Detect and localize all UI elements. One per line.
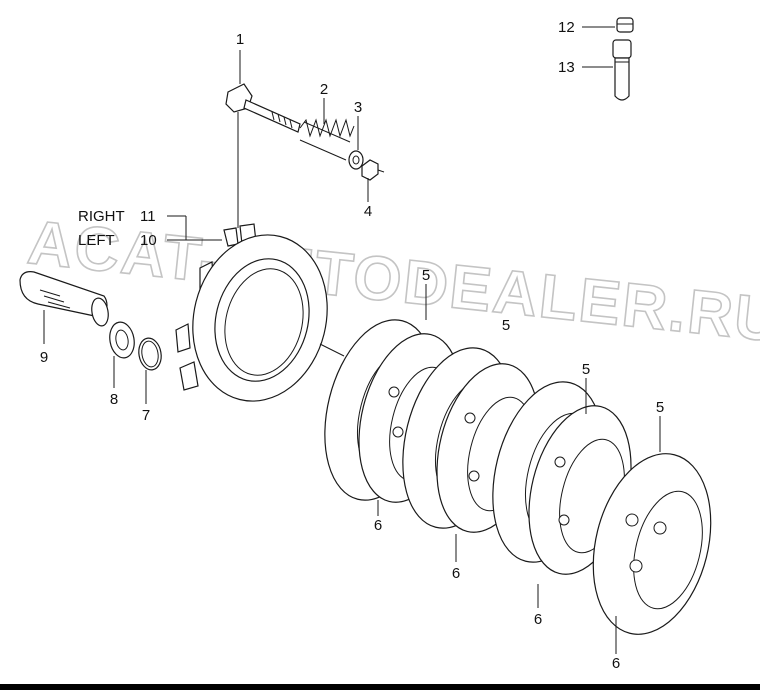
part-9-shaft bbox=[19, 271, 109, 327]
part-8-washer bbox=[109, 321, 135, 359]
label-7: 7 bbox=[142, 407, 150, 424]
label-6-c: 6 bbox=[534, 611, 542, 628]
label-6-d: 6 bbox=[612, 655, 620, 672]
part-12-cap bbox=[616, 17, 634, 33]
part-labels: 1 2 3 4 5 5 5 5 6 6 6 6 7 8 9 10 11 12 1… bbox=[40, 19, 664, 672]
label-4: 4 bbox=[364, 203, 372, 220]
label-3: 3 bbox=[354, 99, 362, 116]
label-10: 10 bbox=[140, 232, 157, 249]
disc-steel-4 bbox=[592, 453, 712, 635]
label-5-d: 5 bbox=[656, 399, 664, 416]
part-10-11-hub-ring bbox=[175, 223, 328, 402]
label-8: 8 bbox=[110, 391, 118, 408]
label-left: LEFT bbox=[78, 232, 115, 249]
part-7-o-ring bbox=[138, 337, 162, 371]
label-13: 13 bbox=[558, 59, 575, 76]
label-12: 12 bbox=[558, 19, 575, 36]
label-6-a: 6 bbox=[374, 517, 382, 534]
label-1: 1 bbox=[236, 31, 244, 48]
part-13-pin bbox=[612, 39, 632, 101]
label-2: 2 bbox=[320, 81, 328, 98]
label-5-c: 5 bbox=[582, 361, 590, 378]
label-9: 9 bbox=[40, 349, 48, 366]
part-2-spring bbox=[299, 118, 355, 161]
leader-lines bbox=[43, 26, 661, 654]
part-3-washer bbox=[348, 150, 364, 170]
label-6-b: 6 bbox=[452, 565, 460, 582]
label-5-a: 5 bbox=[422, 267, 430, 284]
label-5-b: 5 bbox=[502, 317, 510, 334]
bottom-border bbox=[0, 684, 760, 690]
part-1-bolt bbox=[225, 83, 301, 133]
label-11: 11 bbox=[140, 208, 156, 225]
part-4-nut bbox=[361, 159, 385, 181]
label-right: RIGHT bbox=[78, 208, 125, 225]
